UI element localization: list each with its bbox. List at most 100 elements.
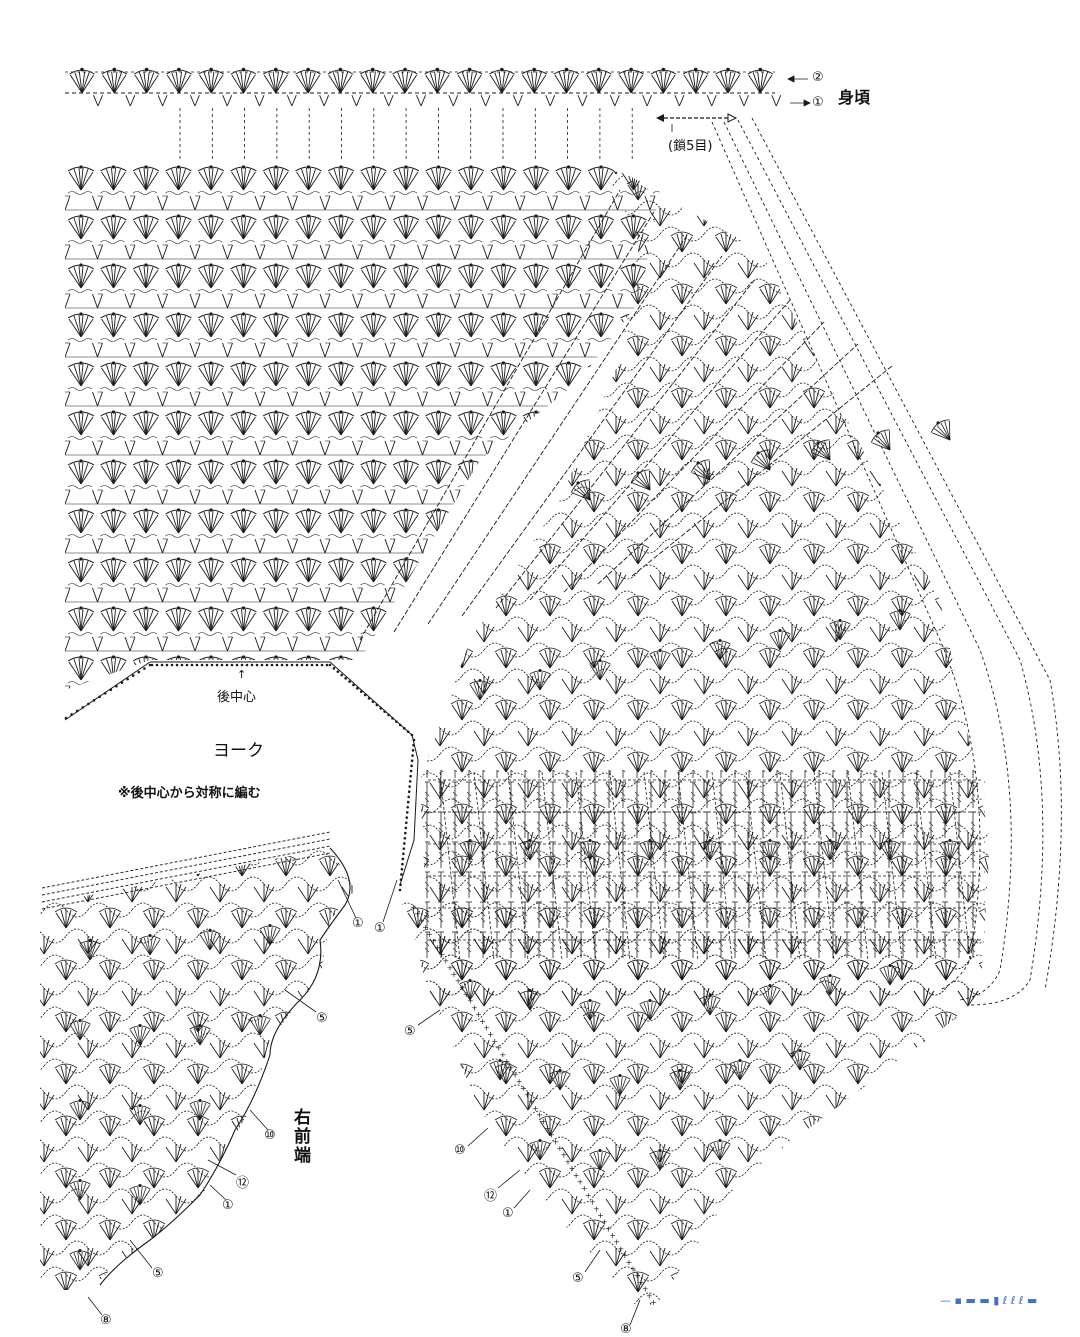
- v-stitch-icon: [93, 94, 103, 107]
- svg-text:+: +: [520, 1084, 527, 1093]
- svg-text:+: +: [577, 1177, 584, 1186]
- shell-stitch-icon: [521, 67, 548, 94]
- svg-text:+: +: [524, 1090, 531, 1099]
- right-front-panel: [40, 831, 355, 1290]
- svg-text:+: +: [540, 1117, 547, 1126]
- svg-text:+: +: [438, 950, 445, 959]
- shell-stitch-icon: [165, 67, 192, 94]
- svg-text:+: +: [552, 1137, 559, 1146]
- svg-text:+: +: [430, 936, 437, 945]
- shell-stitch-icon: [747, 67, 774, 94]
- svg-text:+: +: [622, 1251, 629, 1260]
- v-stitch-icon: [512, 94, 523, 107]
- marker-leaders: [87, 75, 811, 1326]
- v-stitch-icon: [448, 94, 459, 107]
- row-marker-1-right: ①: [502, 1206, 514, 1221]
- svg-text:+: +: [467, 997, 474, 1006]
- svg-text:+: +: [475, 1010, 482, 1019]
- svg-text:+: +: [573, 1171, 580, 1180]
- svg-text:+: +: [508, 1064, 515, 1073]
- svg-text:+: +: [443, 957, 450, 966]
- row-marker-5-left-b: ⑤: [152, 1266, 164, 1281]
- v-stitch-icon: [157, 94, 168, 107]
- shell-stitch-icon: [553, 67, 580, 94]
- v-stitch-icon: [739, 94, 749, 107]
- shell-stitch-icon: [456, 67, 483, 94]
- svg-text:+: +: [585, 1191, 592, 1200]
- shell-stitch-icon: [230, 67, 257, 94]
- svg-text:+: +: [422, 923, 429, 932]
- svg-text:+: +: [487, 1030, 494, 1039]
- svg-text:+: +: [630, 1265, 637, 1274]
- v-stitch-icon: [254, 94, 265, 107]
- v-stitch-icon: [480, 94, 491, 107]
- shell-stitch-icon: [488, 67, 515, 94]
- shell-stitch-icon: [618, 67, 645, 94]
- row-marker-12-right: ⑫: [484, 1189, 498, 1204]
- svg-text:+: +: [569, 1164, 576, 1173]
- svg-text:+: +: [512, 1070, 519, 1079]
- shell-stitch-icon: [295, 67, 322, 94]
- row-marker-5-left-a: ⑤: [316, 1011, 328, 1026]
- body-top-rows: [65, 67, 782, 160]
- chain-note: (鎖5目): [668, 139, 713, 154]
- svg-text:+: +: [609, 1231, 616, 1240]
- svg-text:+: +: [447, 963, 454, 972]
- shell-stitch-icon: [262, 67, 289, 94]
- svg-text:+: +: [613, 1238, 620, 1247]
- svg-text:+: +: [414, 910, 421, 919]
- svg-text:+: +: [499, 1050, 506, 1059]
- svg-text:+: +: [597, 1211, 604, 1220]
- v-stitch-icon: [286, 94, 297, 107]
- svg-text:+: +: [479, 1017, 486, 1026]
- svg-text:+: +: [516, 1077, 523, 1086]
- svg-text:+: +: [634, 1271, 641, 1280]
- svg-text:+: +: [410, 903, 417, 912]
- v-stitch-icon: [222, 94, 233, 107]
- svg-text:+: +: [536, 1111, 543, 1120]
- shell-stitch-icon: [650, 67, 677, 94]
- yoke-label: ヨーク: [213, 741, 264, 761]
- v-stitch-icon: [642, 94, 653, 107]
- svg-text:+: +: [418, 916, 425, 925]
- svg-text:+: +: [544, 1124, 551, 1133]
- svg-text:+: +: [617, 1244, 624, 1253]
- svg-text:+: +: [532, 1104, 539, 1113]
- svg-text:+: +: [642, 1285, 649, 1294]
- v-stitch-icon: [351, 94, 362, 107]
- v-stitch-icon: [383, 94, 394, 107]
- shell-stitch-icon: [198, 67, 225, 94]
- svg-text:+: +: [561, 1151, 568, 1160]
- chain-5-marker: [656, 113, 738, 132]
- svg-text:+: +: [451, 970, 458, 979]
- svg-text:+: +: [556, 1144, 563, 1153]
- row-marker-1-yoke-b: ①: [374, 921, 386, 936]
- yoke-shell-block: [65, 163, 660, 690]
- svg-text:+: +: [589, 1198, 596, 1207]
- row-marker-5-right-b: ⑤: [572, 1271, 584, 1286]
- v-stitch-icon: [674, 94, 685, 107]
- svg-text:+: +: [483, 1024, 490, 1033]
- svg-text:+: +: [491, 1037, 498, 1046]
- shell-stitch-icon: [327, 67, 354, 94]
- svg-text:+: +: [605, 1224, 612, 1233]
- v-stitch-icon: [609, 94, 620, 107]
- svg-text:+: +: [581, 1184, 588, 1193]
- v-stitch-icon: [125, 94, 136, 107]
- svg-text:+: +: [650, 1298, 657, 1307]
- v-stitch-icon: [545, 94, 556, 107]
- row-marker-12-left: ⑫: [236, 1176, 250, 1191]
- shell-stitch-icon: [68, 67, 96, 94]
- svg-text:+: +: [528, 1097, 535, 1106]
- svg-text:+: +: [638, 1278, 645, 1287]
- row-marker-8-left: ⑧: [100, 1313, 112, 1328]
- shell-stitch-icon: [682, 67, 709, 94]
- v-stitch-icon: [706, 94, 717, 107]
- shell-stitch-icon: [101, 67, 128, 94]
- row-marker-1-left: ①: [222, 1198, 234, 1213]
- svg-text:+: +: [593, 1204, 600, 1213]
- shell-stitch-icon: [359, 67, 386, 94]
- v-stitch-icon: [416, 94, 426, 107]
- v-stitch-icon: [771, 94, 782, 107]
